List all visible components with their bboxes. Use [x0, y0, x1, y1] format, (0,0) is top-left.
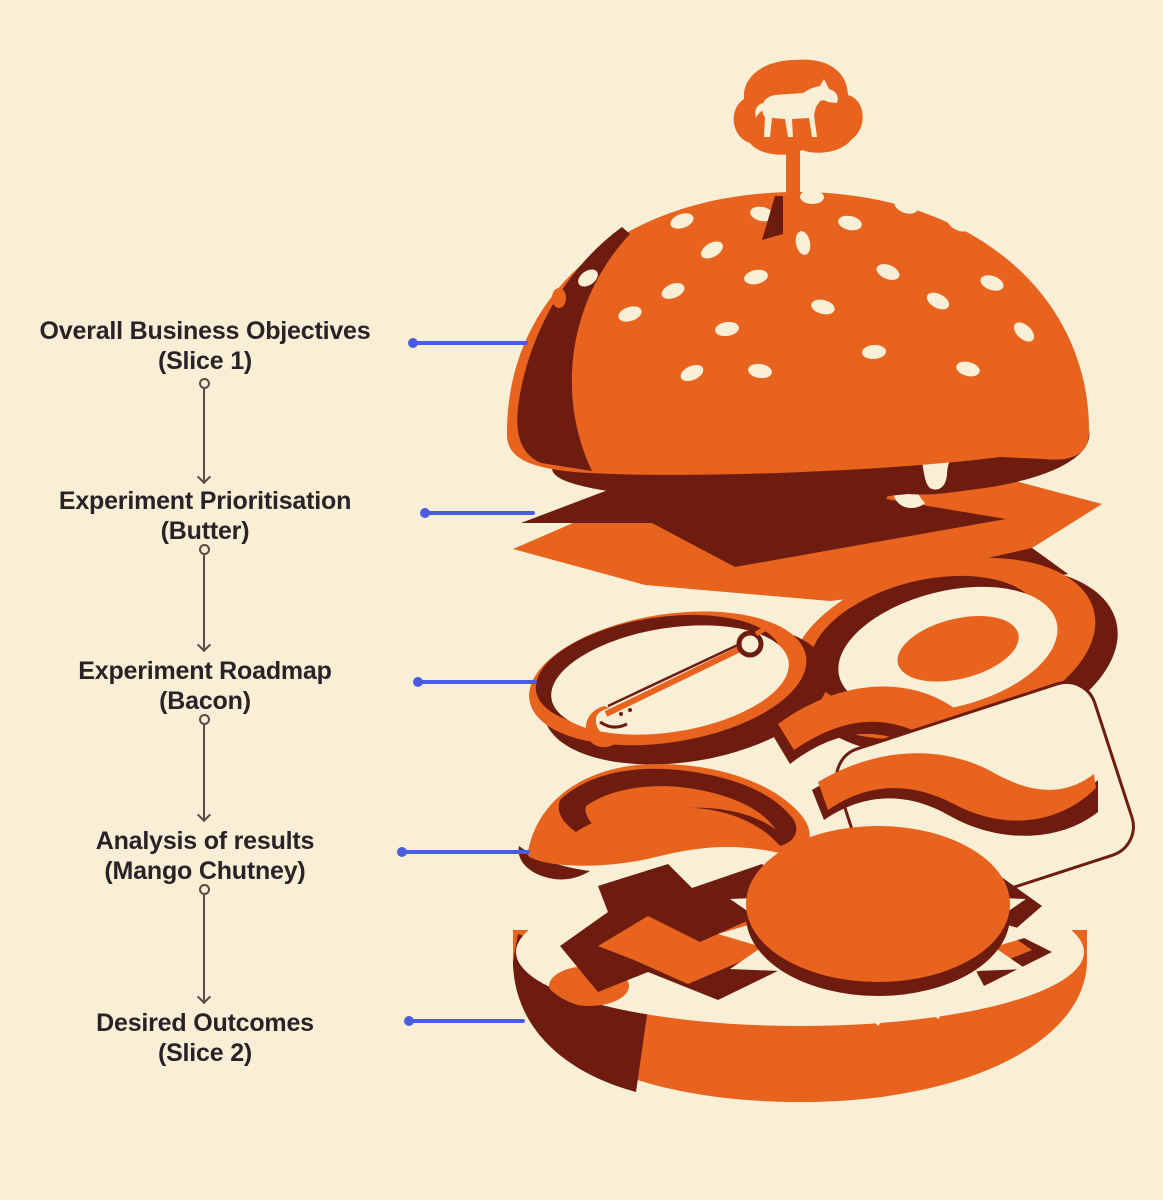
safety-pin-icon — [585, 625, 768, 748]
badge-back — [529, 611, 829, 765]
mango-chutney — [518, 764, 810, 880]
flow-arrow-2 — [199, 544, 210, 649]
label-experiment-roadmap: Experiment Roadmap (Bacon) — [0, 656, 410, 716]
pointer-line-slice2 — [404, 1016, 525, 1026]
pointer-line-chutney — [397, 847, 530, 857]
label-title: Overall Business Objectives — [39, 317, 371, 345]
horse-icon — [755, 79, 838, 137]
label-subtitle: (Bacon) — [159, 687, 251, 715]
label-subtitle: (Butter) — [160, 517, 250, 545]
label-title: Experiment Prioritisation — [58, 487, 352, 515]
pointer-line-slice1 — [408, 338, 528, 348]
bacon-strips-lower — [812, 753, 1098, 836]
pointer-line-bacon — [413, 677, 537, 687]
flow-arrow-4 — [199, 884, 210, 1001]
label-experiment-prioritisation: Experiment Prioritisation (Butter) — [0, 486, 410, 546]
label-desired-outcomes: Desired Outcomes (Slice 2) — [0, 1008, 410, 1068]
sesame-seeds — [618, 189, 1073, 382]
flow-arrow-3 — [199, 714, 210, 819]
label-subtitle: (Mango Chutney) — [104, 857, 306, 885]
pointer-line-butter — [420, 508, 535, 518]
label-title: Experiment Roadmap — [78, 657, 332, 685]
top-bun — [506, 189, 1090, 475]
label-title: Analysis of results — [95, 827, 315, 855]
label-subtitle: (Slice 1) — [157, 347, 253, 375]
label-analysis-of-results: Analysis of results (Mango Chutney) — [0, 826, 410, 886]
label-title: Desired Outcomes — [96, 1009, 314, 1037]
flow-arrow-1 — [199, 378, 210, 481]
label-overall-objectives: Overall Business Objectives (Slice 1) — [0, 316, 410, 376]
label-subtitle: (Slice 2) — [157, 1039, 253, 1067]
patty — [718, 826, 1038, 1026]
horse-topper — [733, 59, 863, 240]
